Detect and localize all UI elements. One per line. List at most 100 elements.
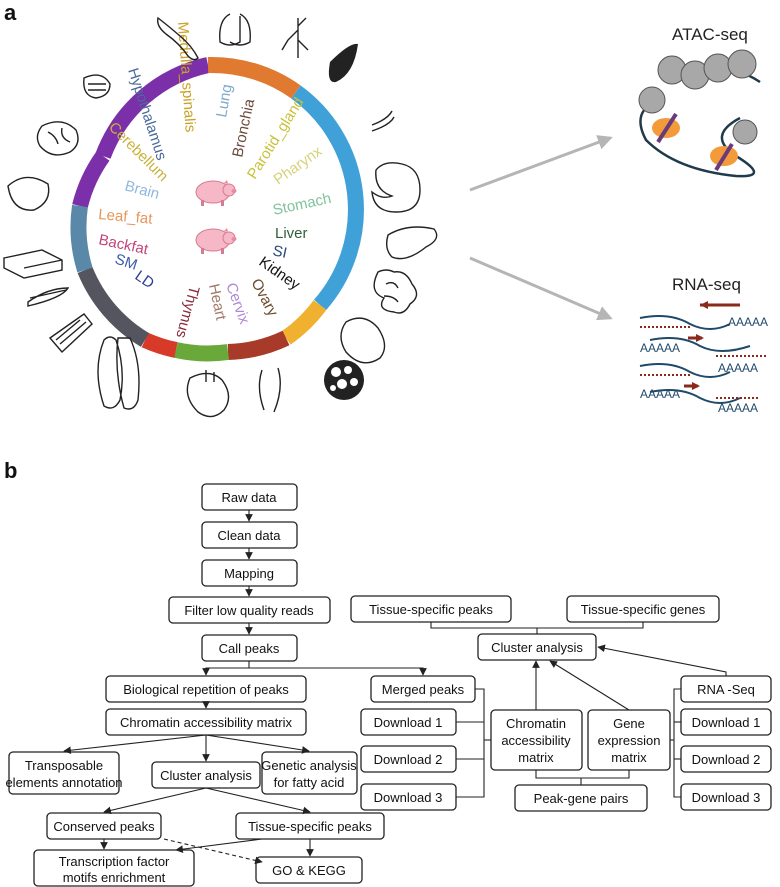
ring-segment-red: [141, 332, 178, 358]
atac-seq-title: ATAC-seq: [672, 25, 748, 44]
box-cluster-left: Cluster analysis: [151, 761, 261, 789]
box-genetic-analysis: Genetic analysis for fatty acid: [261, 751, 358, 795]
ld-muscle-icon: [27, 287, 70, 307]
box-rna-seq-text: RNA -Seq: [697, 682, 755, 697]
tissue-label: SM: [113, 251, 140, 274]
bronchia-icon: [281, 17, 309, 58]
box-peak-gene-pairs-text: Peak-gene pairs: [534, 791, 629, 806]
box-cluster-right: Cluster analysis: [477, 633, 597, 661]
polya-label: AAAAA: [728, 315, 768, 329]
organ-icons: [3, 13, 438, 418]
tissue-label: Leaf_fat: [98, 206, 154, 228]
backfat-icon: [3, 249, 63, 279]
tissue-label: Thymus: [172, 284, 202, 340]
ring-segment-purple-2: [72, 151, 110, 209]
ovary-icon: [324, 360, 364, 400]
box-rna-download-3: Download 3: [680, 783, 772, 811]
ring-segment-orange: [207, 56, 301, 99]
box-rna-seq: RNA -Seq: [680, 675, 772, 703]
ring-segment-yellow: [281, 300, 327, 345]
box-rna-download-1-text: Download 1: [692, 715, 761, 730]
polya-label: AAAAA: [640, 341, 680, 355]
ring-segment-darkred: [227, 330, 290, 360]
box-chromatin-accessibility-matrix: Chromatin accessibility matrix: [490, 709, 583, 771]
tissue-label: LD: [132, 267, 158, 292]
box-conserved-peaks-text: Conserved peaks: [53, 819, 155, 834]
tissue-label: Ovary: [247, 276, 281, 320]
box-merged-peaks: Merged peaks: [370, 675, 476, 703]
tissue-label: Stomach: [271, 190, 332, 219]
box-tissue-peaks-right-text: Tissue-specific peaks: [369, 602, 493, 617]
box-mapping: Mapping: [201, 559, 298, 587]
rna-seq-title: RNA-seq: [672, 275, 741, 294]
liver-icon: [385, 226, 438, 260]
box-rna-download-1: Download 1: [680, 708, 772, 736]
polya-label: AAAAA: [640, 387, 680, 401]
ring-segment-purple: [95, 57, 210, 159]
ring-segment-green: [174, 342, 230, 362]
atac-illustration: [638, 49, 761, 178]
tissue-label: Brain: [123, 177, 161, 202]
box-download-2-text: Download 2: [374, 752, 443, 767]
box-ge-line1: Gene: [613, 716, 645, 731]
polya-label: AAAAA: [718, 361, 758, 375]
box-transposable-line2: elements annotation: [5, 775, 122, 790]
cervix-icon: [258, 367, 281, 413]
brain-icon: [36, 121, 79, 156]
leaf-fat-icon: [7, 176, 50, 211]
box-go-kegg-text: GO & KEGG: [272, 863, 346, 878]
box-clean-data-text: Clean data: [218, 528, 282, 543]
cerebellum-icon: [83, 74, 111, 99]
box-merged-peaks-text: Merged peaks: [382, 682, 465, 697]
box-clean-data: Clean data: [201, 521, 298, 549]
tissue-ring: [70, 56, 364, 362]
ring-segment-steel: [70, 204, 93, 273]
box-rna-download-2-text: Download 2: [692, 752, 761, 767]
spinal-cord-icon: [156, 16, 199, 61]
box-download-1-text: Download 1: [374, 715, 443, 730]
box-genetic-line1: Genetic analysis: [261, 758, 357, 773]
rna-illustration: AAAAA AAAAA AAAAA AAAAA AAAAA: [639, 301, 768, 415]
box-call-peaks: Call peaks: [201, 634, 298, 662]
arrow-to-atac: [469, 135, 613, 192]
panel-b-label: b: [4, 458, 17, 483]
box-tissue-genes-text: Tissue-specific genes: [581, 602, 706, 617]
box-rna-download-2: Download 2: [680, 745, 772, 773]
arrow-to-rna: [469, 256, 613, 321]
box-ca-line2: accessibility: [501, 733, 571, 748]
ring-segment-darkgray: [77, 266, 150, 347]
box-raw-data-text: Raw data: [222, 490, 278, 505]
box-chromatin-matrix-text: Chromatin accessibility matrix: [120, 715, 292, 730]
box-gene-expression-matrix: Gene expression matrix: [587, 709, 671, 771]
ring-segment-blue: [291, 85, 364, 311]
box-call-peaks-text: Call peaks: [219, 641, 280, 656]
box-genetic-line2: for fatty acid: [274, 775, 345, 790]
pharynx-icon: [371, 110, 395, 132]
box-go-kegg: GO & KEGG: [255, 856, 363, 884]
box-tissue-peaks-left: Tissue-specific peaks: [235, 812, 385, 840]
box-download-3: Download 3: [360, 783, 457, 811]
box-download-3-text: Download 3: [374, 790, 443, 805]
box-tissue-genes: Tissue-specific genes: [566, 595, 720, 623]
pig-icon: [195, 180, 237, 206]
kidney-icon: [340, 317, 386, 364]
lung-icon: [219, 13, 251, 46]
box-filter-text: Filter low quality reads: [184, 603, 314, 618]
box-tf-line1: Transcription factor: [59, 854, 170, 869]
box-mapping-text: Mapping: [224, 566, 274, 581]
box-tissue-peaks-left-text: Tissue-specific peaks: [248, 819, 372, 834]
heart-icon: [186, 370, 230, 418]
box-conserved-peaks: Conserved peaks: [46, 812, 162, 840]
tissue-label: Lung: [213, 83, 236, 119]
box-ge-line3: matrix: [611, 750, 647, 765]
box-ge-line2: expression: [598, 733, 661, 748]
box-download-2: Download 2: [360, 745, 457, 773]
box-peak-gene-pairs: Peak-gene pairs: [514, 784, 648, 812]
thymus-icon: [97, 336, 140, 410]
muscle-icon: [48, 313, 93, 354]
box-rna-download-3-text: Download 3: [692, 790, 761, 805]
parotid-gland-icon: [328, 43, 358, 83]
panel-a-label: a: [4, 0, 17, 25]
box-transposable: Transposable elements annotation: [5, 751, 123, 795]
